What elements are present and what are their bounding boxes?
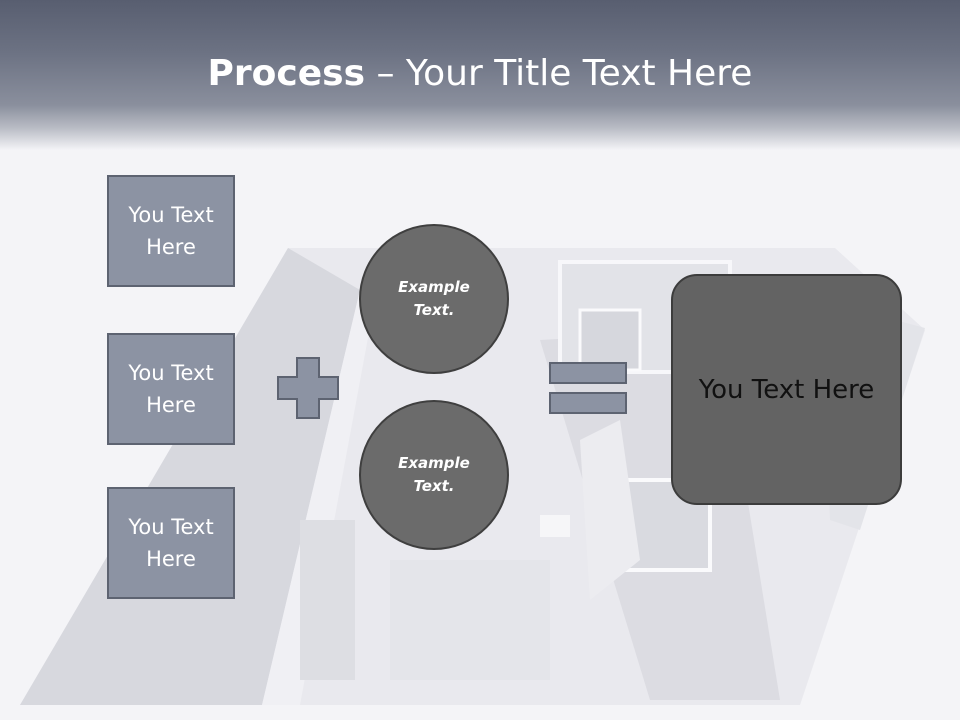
header-band (0, 0, 960, 150)
text-box-1[interactable]: You Text Here (107, 175, 235, 287)
text-box-1-label: You Text Here (128, 203, 214, 259)
result-box[interactable]: You Text Here (671, 274, 902, 505)
plus-icon (277, 357, 339, 419)
equals-icon (549, 362, 627, 414)
example-circle-2[interactable]: Example Text. (359, 400, 509, 550)
text-box-2-label: You Text Here (128, 361, 214, 417)
example-circle-1-label: Example Text. (398, 278, 470, 319)
text-box-3[interactable]: You Text Here (107, 487, 235, 599)
example-circle-2-label: Example Text. (398, 454, 470, 495)
page-title: Process – Your Title Text Here (0, 52, 960, 96)
text-box-2[interactable]: You Text Here (107, 333, 235, 445)
title-bold: Process (207, 53, 366, 94)
title-rest: – Your Title Text Here (365, 53, 753, 94)
example-circle-1[interactable]: Example Text. (359, 224, 509, 374)
text-box-3-label: You Text Here (128, 515, 214, 571)
result-box-label: You Text Here (698, 374, 875, 405)
